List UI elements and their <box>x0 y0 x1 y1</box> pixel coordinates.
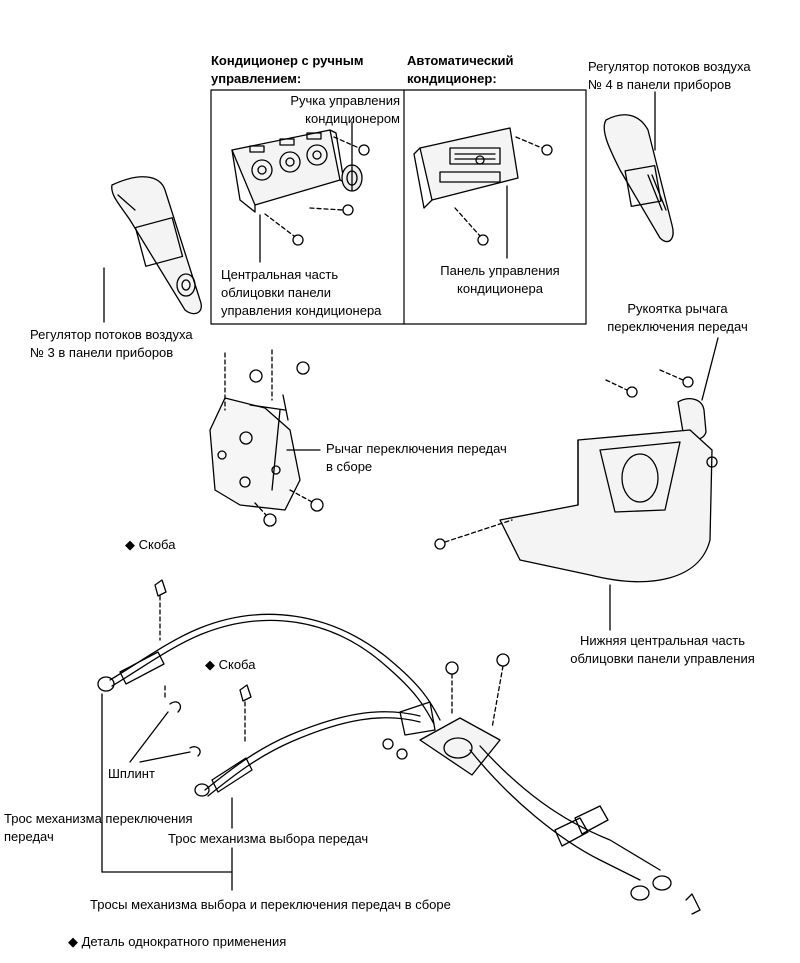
cotter-leader-a <box>129 711 169 763</box>
manual-ac-cluster-trim <box>231 129 345 213</box>
shift-lever-nuts <box>224 349 324 527</box>
shift-lever-assembly <box>209 394 301 511</box>
air-register-3-label: Регулятор потоков воздуха № 3 в панели п… <box>30 327 193 360</box>
cotter-leader-b <box>139 751 191 763</box>
air-register-4 <box>603 114 674 243</box>
auto-ac-screws <box>454 136 553 246</box>
cable-bracket <box>399 701 501 776</box>
ac-knob-label: Ручка управления кондиционером <box>290 93 400 126</box>
manual-ac-header: Кондиционер с ручным управлением: <box>211 53 364 86</box>
manual-ac-screws <box>264 136 370 246</box>
select-cable-label: Трос механизма выбора передач <box>168 831 369 846</box>
select-cable <box>194 711 421 797</box>
shift-knob-label: Рукоятка рычага переключения передач <box>607 301 748 334</box>
air-register-4-label: Регулятор потоков воздуха № 4 в панели п… <box>588 59 751 92</box>
cable-rear-ends <box>469 745 672 901</box>
cable-assy-label: Тросы механизма выбора и переключения пе… <box>90 897 451 912</box>
auto-ac-control-panel <box>413 127 519 209</box>
console-screws <box>434 369 718 550</box>
air-register-3 <box>111 176 202 315</box>
shift-cable <box>97 613 441 725</box>
shift-lever-assy-label: Рычаг переключения передач в сборе <box>326 441 507 474</box>
legend-non-reusable: ◆ Деталь однократного применения <box>68 934 287 949</box>
lower-center-trim-label: Нижняя центральная часть облицовки панел… <box>570 633 755 666</box>
cotter-pins <box>164 685 701 915</box>
clip-1 <box>154 579 167 641</box>
bracket-bolts <box>382 653 510 760</box>
lower-console-trim <box>499 429 713 583</box>
clip-label-2: ◆ Скоба <box>205 657 256 672</box>
clip-label-1: ◆ Скоба <box>125 537 176 552</box>
ac-variants-frame <box>210 89 587 325</box>
shift-cable-label: Трос механизма переключения передач <box>4 811 193 844</box>
clip-2 <box>239 684 252 743</box>
ac-control-panel-label: Панель управления кондиционера <box>440 263 560 296</box>
center-cluster-trim-label: Центральная часть облицовки панели управ… <box>221 267 382 318</box>
auto-ac-header: Автоматический кондиционер: <box>407 53 514 86</box>
cotter-pin-label: Шплинт <box>108 766 155 781</box>
shift-knob-leader <box>701 337 719 401</box>
